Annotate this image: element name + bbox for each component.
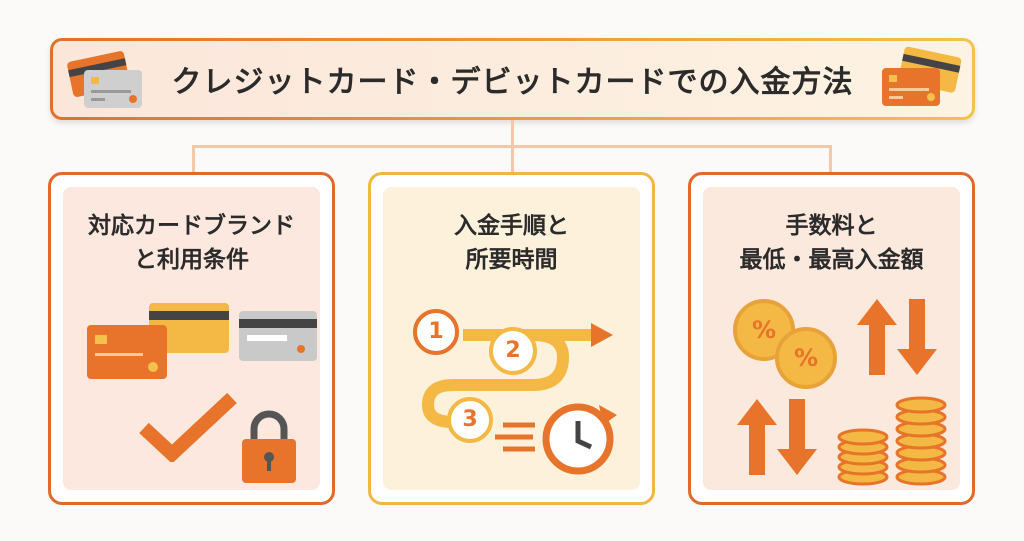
page-title: クレジットカード・デビットカードでの入金方法 [171,65,854,100]
step-1-badge: 1 [413,309,459,355]
card-subtitle: 最低・最高入金額 [739,247,924,273]
up-down-arrows-icon [737,399,817,475]
card-fees-limits: 手数料と最低・最高入金額 % % [688,172,975,505]
checkmark-icon [139,392,237,462]
cards-icon [87,303,317,379]
card-subtitle: と利用条件 [134,247,249,273]
card-title: 入金手順と [454,213,569,239]
card-supported-brands: 対応カードブランドと利用条件 [48,172,335,505]
card-title: 対応カードブランド [88,213,295,239]
connector-line [829,145,832,172]
card-subtitle: 所要時間 [465,247,558,273]
card-deposit-steps: 入金手順と所要時間 1 2 3 [368,172,655,505]
connector-line [192,145,195,172]
clock-icon [495,403,617,475]
debit-card-icon [882,46,962,106]
flow-path [421,323,617,475]
card-title: 手数料と [785,213,878,239]
credit-card-icon [67,51,142,108]
title-banner: クレジットカード・デビットカードでの入金方法 [50,38,975,120]
lock-icon [242,410,296,483]
up-down-arrows-icon [857,299,937,375]
connector-line [192,145,832,148]
percent-coin-icon: % [775,327,837,389]
step-2-badge: 2 [489,327,537,375]
coin-stack-icon [837,396,947,486]
step-3-badge: 3 [447,397,493,443]
